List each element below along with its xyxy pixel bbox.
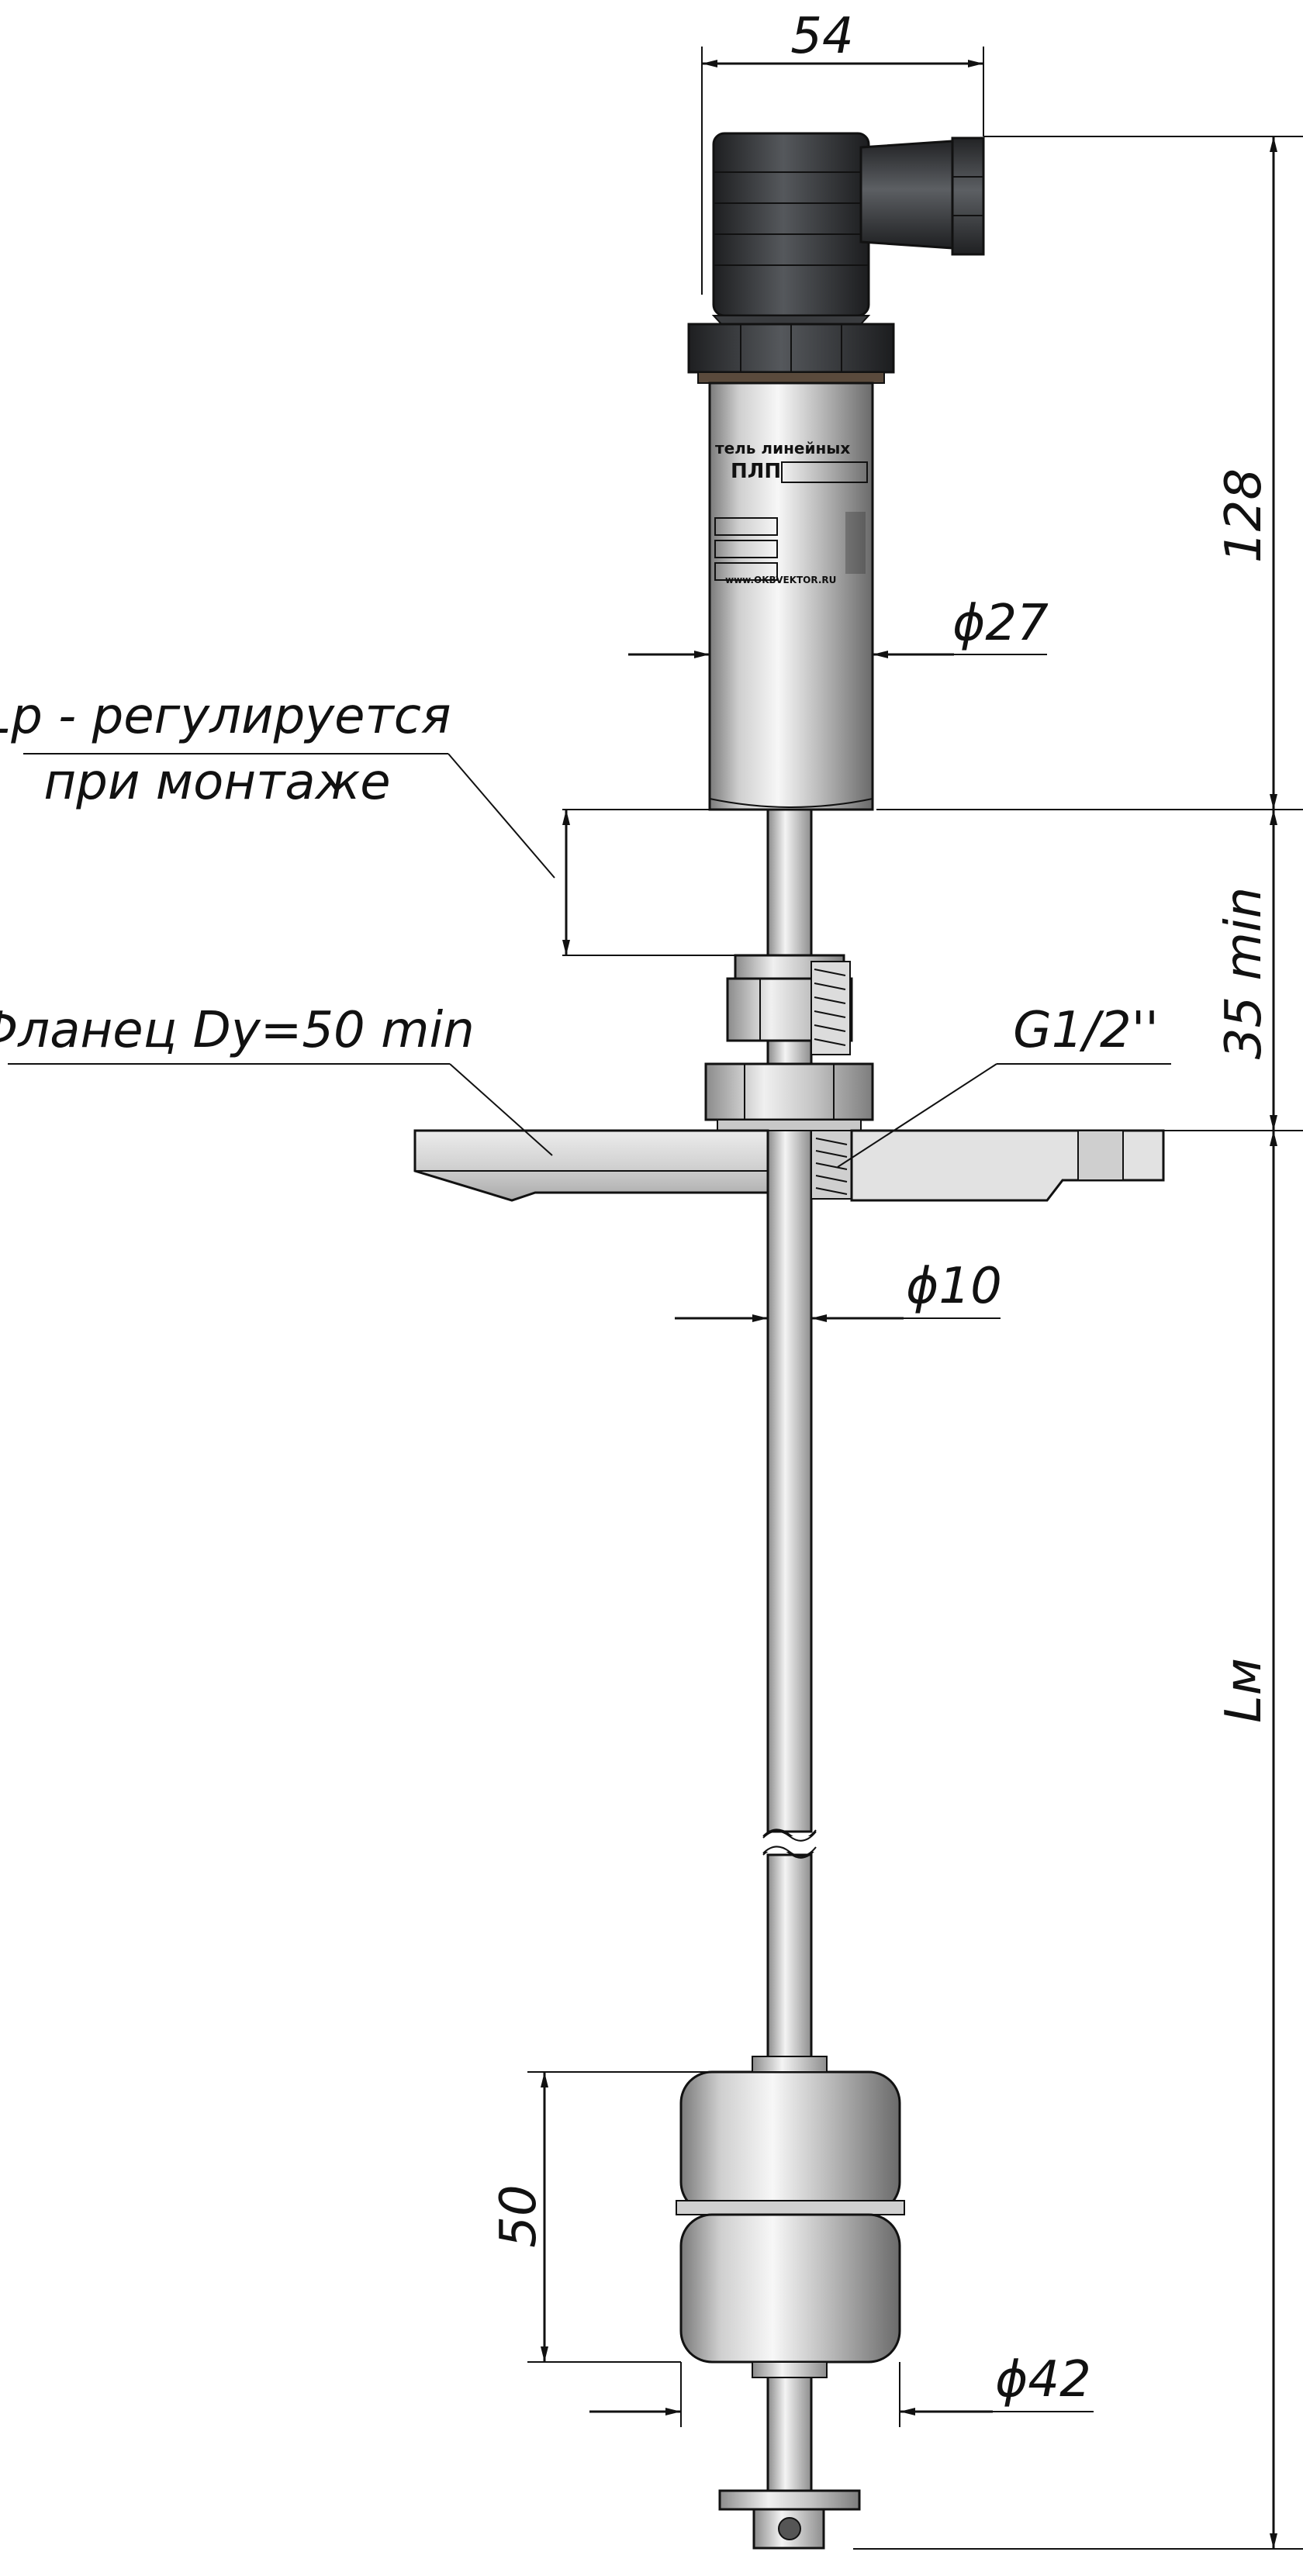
compression-fitting (704, 954, 874, 1200)
gland-nut (687, 323, 895, 384)
dimension-connector-width: 54 (701, 8, 984, 295)
flange-label-group: Фланец Dу=50 min (0, 1002, 553, 1156)
nameplate: тель линейных ПЛП www.OKBVEKTOR.RU (714, 439, 868, 585)
float (676, 2056, 905, 2378)
nameplate-website: www.OKBVEKTOR.RU (725, 575, 836, 585)
dimension-rod-diameter: ϕ10 (675, 1258, 1002, 1322)
lp-label-line1: Lр - регулируется (0, 688, 451, 745)
dim-connector-width-label: 54 (790, 8, 853, 65)
dimension-lp: Lр - регулируется при монтаже (0, 688, 735, 956)
dim-rod-diameter-label: ϕ10 (906, 1258, 1002, 1315)
dim-float-diameter-label: ϕ42 (995, 2351, 1091, 2409)
end-stop (718, 2489, 861, 2550)
dimension-head-height: 128 (876, 136, 1303, 810)
lp-label-line2: при монтаже (43, 754, 390, 811)
dim-head-diameter-label: ϕ27 (952, 595, 1049, 652)
thread-label: G1/2'' (1013, 1002, 1159, 1059)
thread-label-group: G1/2'' (837, 1002, 1171, 1168)
dim-head-height-label: 128 (1215, 468, 1273, 563)
dimension-float-height: 50 (490, 2071, 752, 2363)
dimension-head-diameter: ϕ27 (628, 595, 1049, 658)
dim-float-height-label: 50 (490, 2184, 548, 2247)
dimension-adjust-min: 35 min (853, 810, 1303, 1131)
nameplate-title: тель линейных (715, 439, 850, 458)
dim-adjust-min-label: 35 min (1215, 887, 1273, 1059)
dimension-measure-length: Lм (853, 1131, 1303, 2550)
connector (711, 132, 985, 326)
nameplate-model: ПЛП (731, 460, 781, 483)
dim-measure-length-label: Lм (1215, 1658, 1273, 1723)
dimension-float-diameter: ϕ42 (589, 2351, 1094, 2427)
flange-label: Фланец Dу=50 min (0, 1002, 475, 1059)
flange (413, 1129, 1165, 1202)
